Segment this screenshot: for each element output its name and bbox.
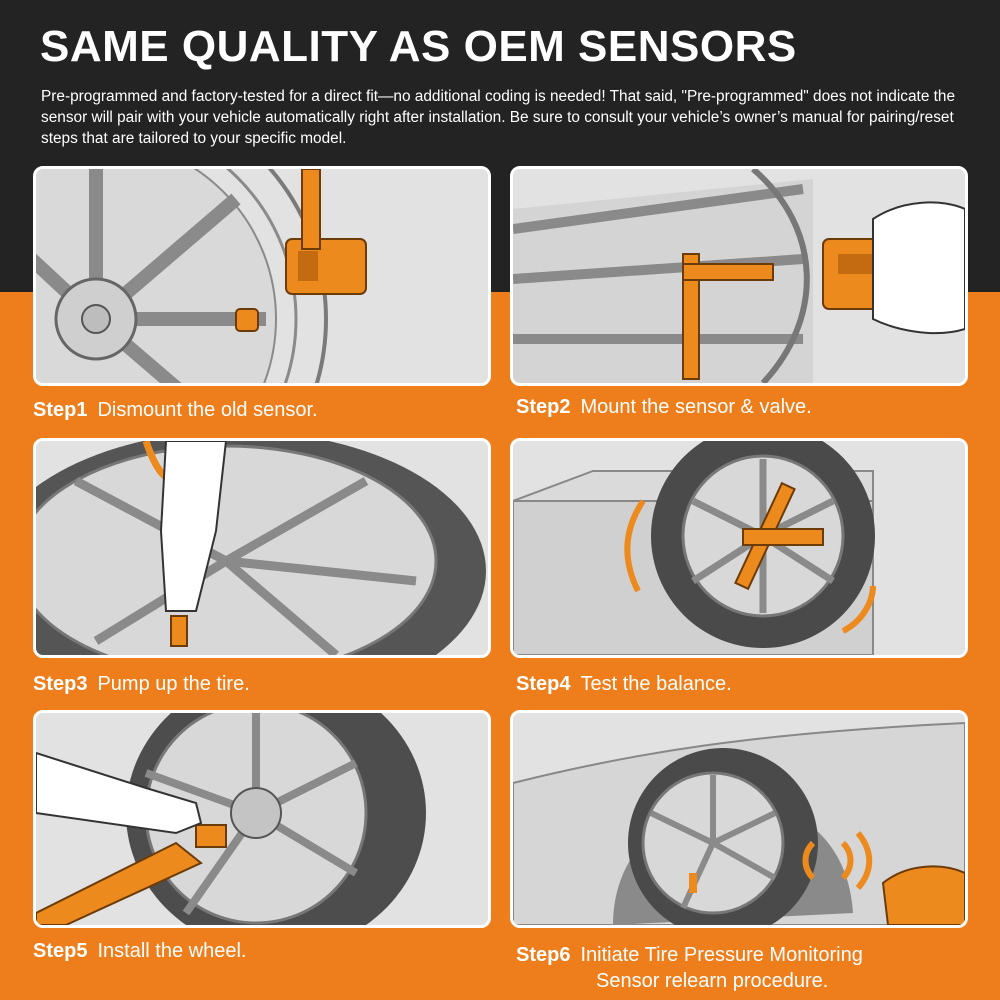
wrench-icon bbox=[235, 169, 321, 332]
step4-caption: Step4 Test the balance. bbox=[516, 671, 732, 697]
step5-text: Install the wheel. bbox=[97, 940, 247, 962]
step6-number: Step6 bbox=[516, 944, 571, 966]
step6-text-continued: Sensor relearn procedure. bbox=[596, 970, 829, 992]
hand-icon bbox=[159, 441, 228, 612]
wheel-illustration bbox=[513, 169, 965, 383]
step5-illustration bbox=[33, 710, 491, 928]
step6-caption: Step6 Initiate Tire Pressure Monitoring S… bbox=[516, 942, 863, 994]
step2-text: Mount the sensor & valve. bbox=[580, 396, 812, 418]
step2-number: Step2 bbox=[516, 396, 571, 418]
step5-number: Step5 bbox=[33, 940, 88, 962]
step1-caption: Step1 Dismount the old sensor. bbox=[33, 397, 318, 423]
step3-caption: Step3 Pump up the tire. bbox=[33, 671, 250, 697]
step4-text: Test the balance. bbox=[580, 673, 732, 695]
hand-icon bbox=[36, 751, 203, 835]
step6-illustration bbox=[510, 710, 968, 928]
balancer-machine-icon bbox=[513, 441, 965, 655]
step3-number: Step3 bbox=[33, 673, 88, 695]
step4-illustration bbox=[510, 438, 968, 658]
step4-number: Step4 bbox=[516, 673, 571, 695]
step2-illustration bbox=[510, 166, 968, 386]
page-title: SAME QUALITY AS OEM SENSORS bbox=[40, 22, 797, 71]
step1-illustration bbox=[33, 166, 491, 386]
step6-text: Initiate Tire Pressure Monitoring bbox=[580, 944, 863, 966]
signal-waves-icon bbox=[802, 831, 873, 890]
tpms-tool-icon bbox=[881, 865, 965, 925]
step3-text: Pump up the tire. bbox=[97, 673, 250, 695]
wheel-illustration bbox=[36, 713, 488, 925]
intro-text: Pre-programmed and factory-tested for a … bbox=[41, 88, 956, 147]
hand-icon bbox=[872, 201, 965, 335]
step5-caption: Step5 Install the wheel. bbox=[33, 938, 246, 964]
wheel-illustration bbox=[36, 169, 488, 383]
step2-caption: Step2 Mount the sensor & valve. bbox=[516, 394, 812, 420]
wheel-illustration bbox=[513, 713, 965, 925]
tpms-sensor-icon bbox=[285, 238, 367, 295]
impact-wrench-icon bbox=[36, 824, 227, 925]
step3-illustration bbox=[33, 438, 491, 658]
step1-number: Step1 bbox=[33, 399, 88, 421]
wheel-illustration bbox=[36, 441, 488, 655]
step1-text: Dismount the old sensor. bbox=[97, 399, 318, 421]
wrench-icon bbox=[682, 253, 774, 380]
